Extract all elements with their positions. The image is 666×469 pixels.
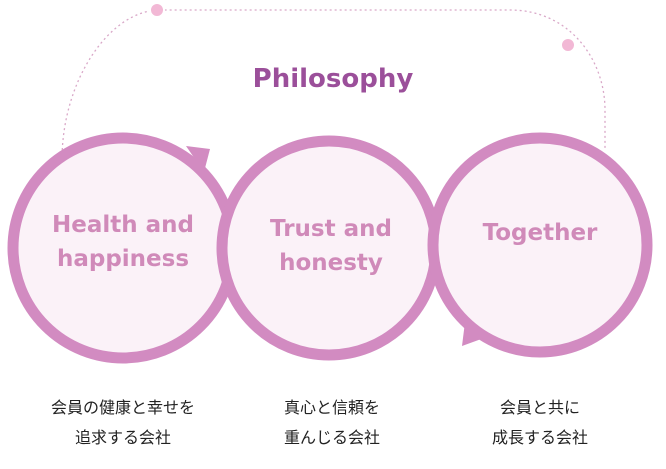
caption-together: 会員と共に 成長する会社 — [430, 393, 650, 453]
loop-dot-right — [560, 37, 576, 53]
loop-dot-left — [149, 2, 165, 18]
circle-label-line1: Trust and — [270, 216, 392, 242]
circle-label-line2: happiness — [56, 246, 190, 272]
circle-label-line1: Health and — [52, 212, 194, 238]
caption-trust: 真心と信頼を 重んじる会社 — [222, 393, 442, 453]
circle-together — [427, 132, 653, 358]
caption-health: 会員の健康と幸せを 追求する会社 — [13, 393, 233, 453]
dotted-loop-path — [61, 9, 606, 161]
page-title: Philosophy — [252, 64, 414, 94]
caption-line1: 真心と信頼を — [283, 398, 380, 417]
circle-label-health: Health and happiness — [23, 208, 223, 276]
caption-line2: 成長する会社 — [491, 428, 588, 447]
circle-label-line1: Together — [482, 220, 598, 246]
circle-label-trust: Trust and honesty — [231, 212, 431, 280]
caption-line2: 追求する会社 — [74, 428, 171, 447]
arrowhead-top-icon — [186, 146, 210, 172]
circle-label-together: Together — [440, 216, 640, 250]
caption-line1: 会員と共に — [499, 398, 580, 417]
circle-label-line2: honesty — [279, 250, 383, 276]
caption-line1: 会員の健康と幸せを — [50, 398, 195, 417]
arrowhead-bottom-icon — [462, 322, 484, 346]
caption-line2: 重んじる会社 — [283, 428, 380, 447]
